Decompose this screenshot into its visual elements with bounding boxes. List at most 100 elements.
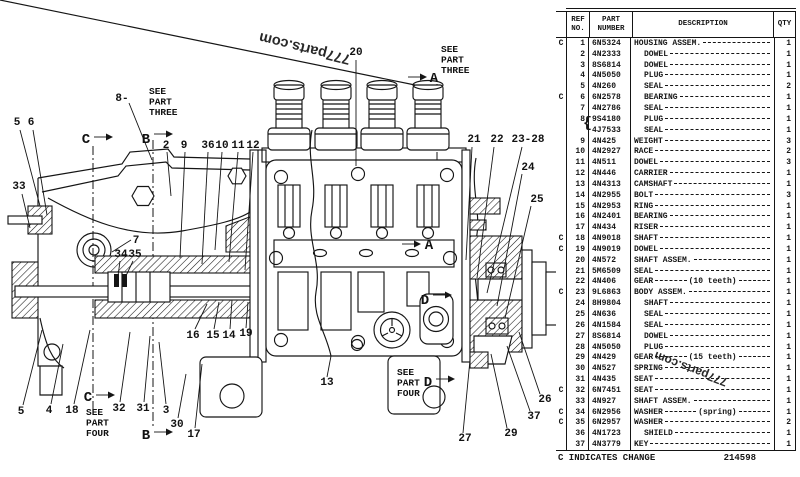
qty-cell: 3 [774,157,795,169]
qty-cell: 1 [774,363,795,375]
description-cell: WASHER(spring) [630,406,774,418]
part-number-cell: 9S4180 [588,113,630,125]
part-number-cell: 4N572 [588,254,630,266]
qty-cell: 1 [774,298,795,310]
ref-no-cell: 11 [566,157,588,169]
description-cell: DOWEL [630,244,774,255]
fuel-bonnet [360,79,404,151]
part-number-cell: 4N2333 [588,48,630,60]
leader-line [50,343,64,405]
qty-cell: 1 [774,92,795,104]
see-part-note: SEE [149,86,166,97]
description-cell: SEAL [630,103,774,114]
qty-cell: 1 [774,200,795,212]
ref-no-cell: 13 [566,178,588,190]
leader-line [166,151,172,197]
qty-cell: 1 [774,287,795,299]
callout-35: 35 [128,249,142,261]
callout-9: 9 [181,140,188,152]
description-header: DESCRIPTION [632,12,773,37]
description-cell: BEARING [630,92,774,104]
see-part-note: PART [86,418,109,429]
qty-header: QTY [773,12,795,37]
section-marker-C: C [84,390,93,406]
ref-no-cell: 3 [566,59,588,71]
callout-8-: 8- [115,93,128,105]
leader-line [158,341,167,405]
leader-dashes [664,410,697,412]
part-number-cell: 9L6863 [588,287,630,299]
section-arrow-head [420,73,427,81]
leader-line [117,260,121,277]
part-number-header: PART NUMBER [589,12,632,37]
leader-dashes [665,313,770,315]
description-cell: SHAFT ASSEM. [630,254,774,266]
leader-dashes [655,150,770,152]
part-number-cell: 4N636 [588,309,630,320]
description-cell: RISER [630,222,774,234]
leader-dashes [655,204,770,206]
leader-dashes [665,85,770,87]
description-note: (15 teeth) [688,353,737,363]
ref-no-cell: 8{ [566,113,592,132]
description-cell: WASHER [630,417,774,429]
qty-cell: 1 [774,113,795,125]
description-cell: HOUSING ASSEM. [630,38,774,49]
qty-cell: 1 [774,178,795,190]
part-number-cell: 4N927 [588,395,630,407]
ref-no-cell [566,124,588,136]
description-cell: SHAFT [630,298,774,310]
leader-dashes [655,280,687,282]
leader-line [506,345,531,412]
ref-no-cell: 15 [566,200,588,212]
description-cell: CARRIER [630,168,774,179]
leader-line [229,299,233,330]
part-number-cell: 8S6814 [588,330,630,342]
callout-12: 12 [246,140,259,152]
callout-27: 27 [458,433,471,445]
leader-line [228,151,239,263]
description-cell: SHAFT ASSEM. [630,395,774,407]
callout-30: 30 [170,419,183,431]
part-number-cell: 4N260 [588,81,630,93]
leader-line [462,359,471,434]
callout-3: 3 [163,405,170,417]
leader-line [476,146,495,279]
description-cell: SPRING [630,363,774,375]
qty-cell: 1 [774,59,795,71]
leader-line [490,353,508,429]
description-cell: KEY [630,439,774,451]
group-brace: { [582,114,592,132]
qty-cell: 1 [774,439,795,451]
ref-no-cell: 22 [566,276,588,288]
leader-dashes [665,128,770,130]
part-number-cell: 6N2956 [588,406,630,418]
ref-no-cell: 2 [566,48,588,60]
description-cell: SEAL [630,265,774,277]
injection-pump-diagram: 56338-293610111220212223-282425263729271… [0,0,556,445]
part-number-cell: 6N7451 [588,385,630,396]
part-number-cell: 4N2953 [588,200,630,212]
see-part-note: SEE [86,407,103,418]
mounting-plate [227,149,267,363]
ref-no-cell: 17 [566,222,588,234]
part-number-cell: 4N2955 [588,189,630,201]
ref-no-cell: 29 [566,352,588,364]
callout-15: 15 [206,330,220,342]
leader-dashes [703,41,770,43]
leader-line [73,329,91,405]
description-cell: BEARING [630,211,774,223]
description-cell: BOLT [630,189,774,201]
qty-cell: 3 [774,135,795,147]
